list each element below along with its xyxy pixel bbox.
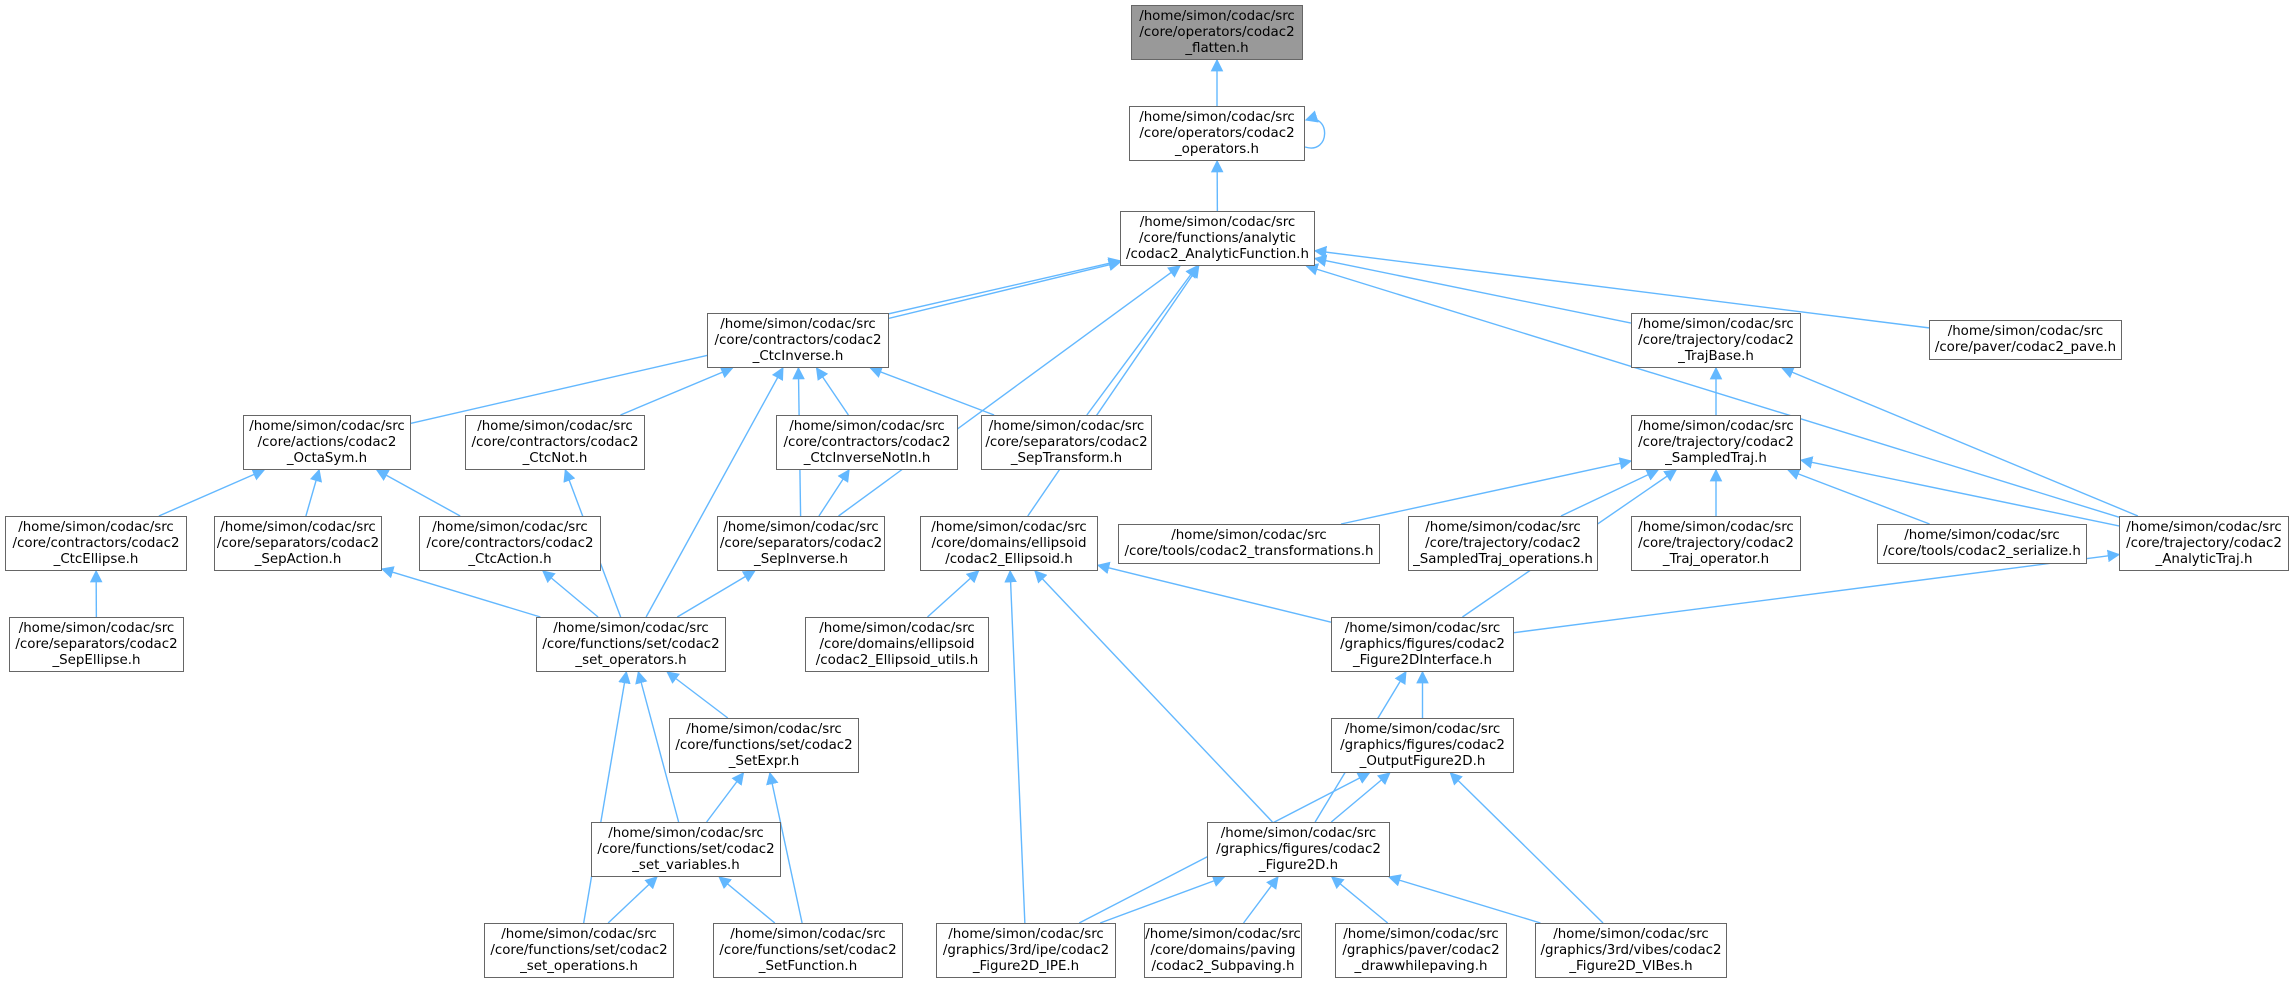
edge-fig2dinterface-to-analytictraj bbox=[1513, 549, 2121, 634]
edge-sepinverse-to-analytic bbox=[838, 265, 1181, 517]
edge-ctcinversenotin-to-ctcinverse bbox=[815, 366, 849, 416]
edge-ellipsoidutils-to-ellipsoid bbox=[927, 570, 980, 618]
edge-setvariables-to-setoperators bbox=[635, 670, 680, 823]
edge-ctcnot-to-ctcinverse bbox=[620, 366, 734, 416]
node-analytic-traj[interactable]: /home/simon/codac/src/core/trajectory/co… bbox=[2119, 516, 2289, 571]
edge-pave-to-analytic bbox=[1313, 245, 1930, 329]
edge-septransform-to-ctcinverse bbox=[869, 366, 995, 416]
node-ctc-ellipse[interactable]: /home/simon/codac/src/core/contractors/c… bbox=[5, 516, 187, 571]
node-sampled-traj-operations[interactable]: /home/simon/codac/src/core/trajectory/co… bbox=[1408, 516, 1598, 571]
edge-ellipsoid-to-analytic bbox=[1027, 264, 1200, 517]
edge-ipe-to-ellipsoid bbox=[1004, 569, 1026, 924]
node-output-figure2d[interactable]: /home/simon/codac/src/graphics/figures/c… bbox=[1331, 718, 1514, 773]
edge-analytictraj-to-analytic bbox=[1305, 263, 2120, 518]
node-ctc-action[interactable]: /home/simon/codac/src/core/contractors/c… bbox=[419, 516, 601, 571]
node-ctc-inverse-not-in[interactable]: /home/simon/codac/src/core/contractors/c… bbox=[776, 415, 958, 470]
node-figure2d-interface[interactable]: /home/simon/codac/src/graphics/figures/c… bbox=[1331, 617, 1514, 672]
edge-setoperators-to-sepinverse bbox=[676, 570, 756, 618]
edge-ctcinverse-to-analytic bbox=[888, 258, 1122, 320]
node-analytic-function[interactable]: /home/simon/codac/src/core/functions/ana… bbox=[1120, 211, 1315, 266]
edge-setvariables-to-setexpr bbox=[706, 771, 745, 823]
node-set-operations[interactable]: /home/simon/codac/src/core/functions/set… bbox=[484, 923, 674, 978]
node-ctc-not[interactable]: /home/simon/codac/src/core/contractors/c… bbox=[465, 415, 645, 470]
edge-trajbase-to-analytic bbox=[1313, 254, 1632, 324]
edge-septransform-to-analytic bbox=[1086, 264, 1198, 416]
node-transformations[interactable]: /home/simon/codac/src/core/tools/codac2_… bbox=[1118, 524, 1380, 564]
edge-transformations-to-sampledtraj bbox=[1340, 457, 1633, 525]
edge-setoperators-to-sepaction bbox=[380, 566, 541, 618]
node-operators[interactable]: /home/simon/codac/src/core/operators/cod… bbox=[1129, 106, 1305, 161]
edge-sepinverse-to-ctcinversenotin bbox=[818, 468, 850, 517]
node-sep-inverse[interactable]: /home/simon/codac/src/core/separators/co… bbox=[717, 516, 885, 571]
node-set-function[interactable]: /home/simon/codac/src/core/functions/set… bbox=[713, 923, 903, 978]
edge-setoperators-to-ctcinverse bbox=[645, 366, 784, 618]
node-serialize[interactable]: /home/simon/codac/src/core/tools/codac2_… bbox=[1877, 524, 2087, 564]
edge-analytictraj-to-sampledtraj bbox=[1799, 456, 2120, 527]
edge-drawwhilepaving-to-figure2d bbox=[1330, 876, 1389, 924]
node-set-expr[interactable]: /home/simon/codac/src/core/functions/set… bbox=[669, 718, 859, 773]
node-figure2d[interactable]: /home/simon/codac/src/graphics/figures/c… bbox=[1207, 822, 1390, 877]
node-figure2d-vibes[interactable]: /home/simon/codac/src/graphics/3rd/vibes… bbox=[1535, 923, 1727, 978]
edge-setfunction-to-setexpr bbox=[766, 771, 803, 924]
node-ellipsoid[interactable]: /home/simon/codac/src/core/domains/ellip… bbox=[920, 516, 1098, 571]
edge-analytictraj-to-trajbase bbox=[1780, 366, 2139, 517]
node-flatten[interactable]: /home/simon/codac/src/core/operators/cod… bbox=[1131, 5, 1303, 60]
node-traj-base[interactable]: /home/simon/codac/src/core/trajectory/co… bbox=[1631, 313, 1801, 368]
edge-ipe-to-figure2d bbox=[1099, 875, 1226, 924]
node-ellipsoid-utils[interactable]: /home/simon/codac/src/core/domains/ellip… bbox=[805, 617, 989, 672]
edge-subpaving-to-figure2d bbox=[1242, 875, 1279, 924]
edge-sepaction-to-octasym bbox=[305, 468, 323, 517]
node-set-operators[interactable]: /home/simon/codac/src/core/functions/set… bbox=[536, 617, 726, 672]
edge-setoperators-to-ctcaction bbox=[541, 570, 599, 618]
edge-setexpr-to-setoperators bbox=[666, 671, 729, 719]
edge-ctcaction-to-octasym bbox=[375, 469, 461, 517]
node-sep-action[interactable]: /home/simon/codac/src/core/separators/co… bbox=[214, 516, 382, 571]
node-figure2d-ipe[interactable]: /home/simon/codac/src/graphics/3rd/ipe/c… bbox=[936, 923, 1116, 978]
edge-sampledtrajops-to-sampledtraj bbox=[1560, 469, 1660, 517]
edge-ctcellipse-to-octasym bbox=[158, 468, 266, 517]
edge-setfunction-to-setvariables bbox=[718, 876, 776, 924]
node-set-variables[interactable]: /home/simon/codac/src/core/functions/set… bbox=[591, 822, 781, 877]
node-sep-transform[interactable]: /home/simon/codac/src/core/separators/co… bbox=[981, 415, 1152, 470]
node-traj-operator[interactable]: /home/simon/codac/src/core/trajectory/co… bbox=[1631, 516, 1801, 571]
node-sep-ellipse[interactable]: /home/simon/codac/src/core/separators/co… bbox=[9, 617, 184, 672]
node-draw-while-paving[interactable]: /home/simon/codac/src/graphics/paver/cod… bbox=[1335, 923, 1507, 978]
edge-figure2d-to-outputfig2d bbox=[1330, 772, 1391, 823]
node-octa-sym[interactable]: /home/simon/codac/src/core/actions/codac… bbox=[243, 415, 411, 470]
edge-operators-self bbox=[1304, 110, 1326, 149]
node-pave[interactable]: /home/simon/codac/src/core/paver/codac2_… bbox=[1929, 320, 2122, 360]
edge-setoperations-to-setvariables bbox=[607, 876, 658, 924]
edge-figure2d-to-ellipsoid bbox=[1034, 570, 1273, 823]
node-ctc-inverse[interactable]: /home/simon/codac/src/core/contractors/c… bbox=[707, 313, 889, 368]
edge-setoperations-to-setoperators bbox=[582, 670, 631, 924]
edge-fig2dinterface-to-ellipsoid bbox=[1096, 561, 1332, 623]
node-sampled-traj[interactable]: /home/simon/codac/src/core/trajectory/co… bbox=[1631, 415, 1801, 470]
edge-serialize-to-sampledtraj bbox=[1786, 468, 1930, 525]
edge-vibes-to-outputfig2d bbox=[1449, 772, 1604, 924]
edge-vibes-to-figure2d bbox=[1387, 874, 1541, 924]
node-subpaving[interactable]: /home/simon/codac/src/core/domains/pavin… bbox=[1144, 923, 1302, 978]
